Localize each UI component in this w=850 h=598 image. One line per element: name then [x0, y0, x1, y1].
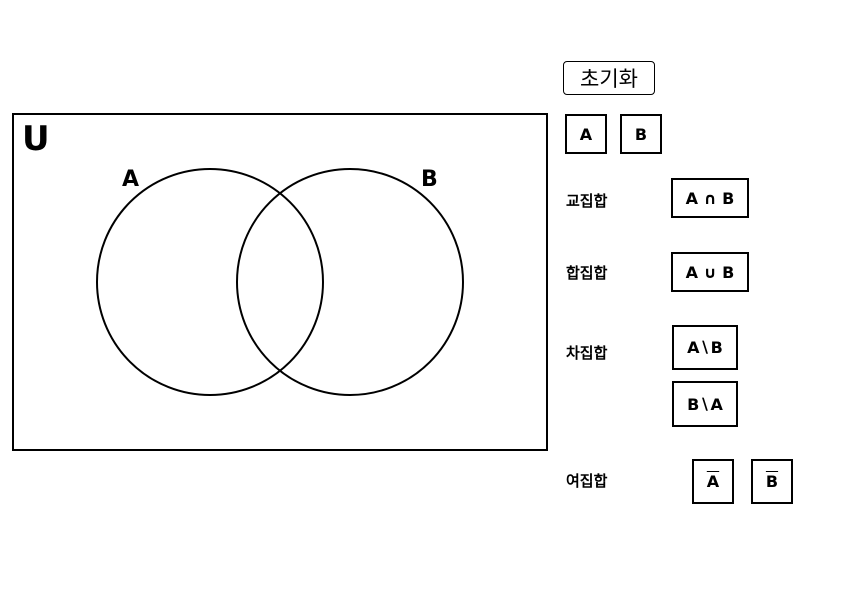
- universe-rectangle: [12, 113, 548, 451]
- union-label: 합집합: [566, 264, 608, 282]
- set-a-button[interactable]: A: [565, 114, 607, 154]
- set-b-label: B: [421, 167, 438, 192]
- set-a-circle[interactable]: [96, 168, 324, 396]
- intersection-button[interactable]: A ∩ B: [671, 178, 749, 218]
- complement-b-button[interactable]: B: [751, 459, 793, 504]
- difference-label: 차집합: [566, 344, 608, 362]
- complement-b-text: B: [765, 472, 779, 491]
- set-b-circle[interactable]: [236, 168, 464, 396]
- union-button[interactable]: A ∪ B: [671, 252, 749, 292]
- set-b-button[interactable]: B: [620, 114, 662, 154]
- intersection-label: 교집합: [566, 192, 608, 210]
- reset-button[interactable]: 초기화: [563, 61, 655, 95]
- set-a-label: A: [122, 167, 139, 192]
- universe-label: U: [22, 119, 50, 159]
- difference-a-minus-b-button[interactable]: A∖B: [672, 325, 738, 370]
- complement-label: 여집합: [566, 472, 608, 490]
- complement-a-text: A: [706, 472, 720, 491]
- difference-b-minus-a-button[interactable]: B∖A: [672, 381, 738, 427]
- complement-a-button[interactable]: A: [692, 459, 734, 504]
